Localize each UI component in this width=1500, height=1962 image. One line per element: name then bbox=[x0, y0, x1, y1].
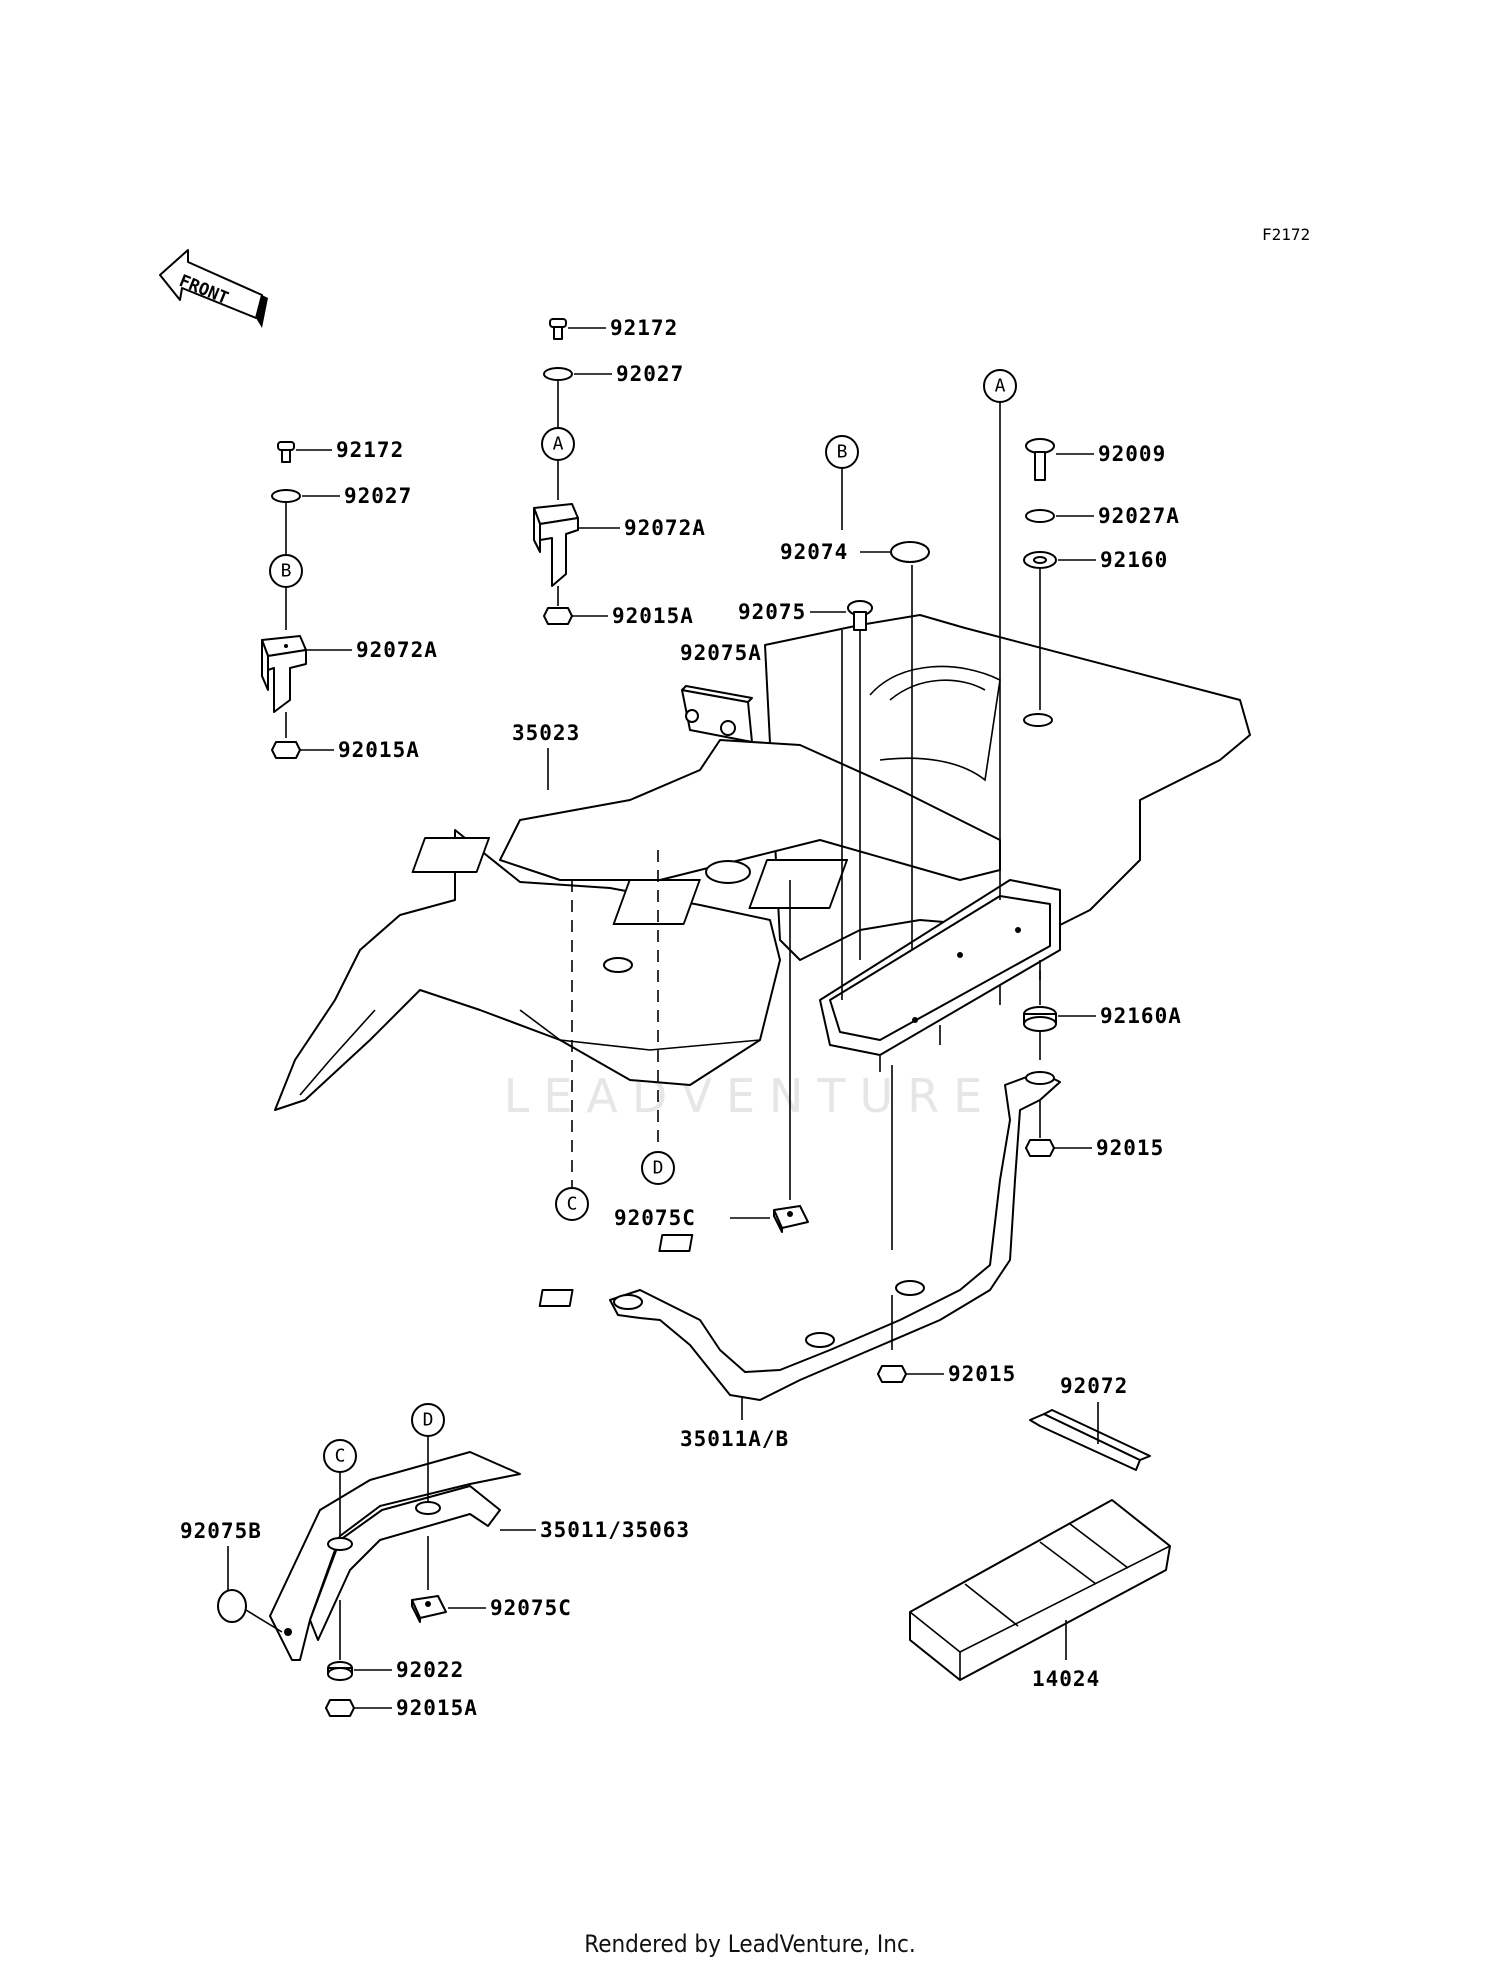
label-92015-right: 92015 bbox=[1096, 1136, 1164, 1160]
figure-code: F2172 bbox=[1262, 225, 1310, 244]
label-92075C-bottom: 92075C bbox=[490, 1596, 572, 1620]
footer-credit: Rendered by LeadVenture, Inc. bbox=[584, 1930, 916, 1958]
label-14024: 14024 bbox=[1032, 1667, 1100, 1691]
cover-14024-icon bbox=[909, 1499, 1171, 1681]
bolt-92172-left-icon bbox=[277, 441, 295, 463]
washer-92027-left-icon bbox=[271, 489, 301, 503]
label-92172-left: 92172 bbox=[336, 438, 404, 462]
label-92075: 92075 bbox=[738, 600, 806, 624]
washer-92160-icon bbox=[1023, 551, 1057, 569]
callout-c-mid bbox=[555, 1187, 589, 1221]
left-bracket-group: 92172 92027 B 92072A 92015A bbox=[261, 438, 438, 762]
label-92022: 92022 bbox=[396, 1658, 464, 1682]
label-35023: 35023 bbox=[512, 721, 580, 745]
callout-a-mid-label: A bbox=[553, 434, 564, 455]
damper-92160A-icon bbox=[1023, 1006, 1057, 1032]
label-92015A-bottom: 92015A bbox=[396, 1696, 478, 1720]
washer-92027-mid-icon bbox=[543, 367, 573, 381]
middle-bracket-group: 92172 92027 A 92072A 92015A bbox=[533, 316, 706, 628]
bolt-92009-icon bbox=[1025, 438, 1055, 481]
cap-92074-icon bbox=[890, 541, 930, 563]
nut-92015-bottom-icon bbox=[877, 1365, 907, 1383]
label-92172-mid: 92172 bbox=[610, 316, 678, 340]
rubber-block-92075A-icon bbox=[681, 685, 753, 743]
bracket-92072A-mid-icon bbox=[533, 503, 579, 587]
rubber-pad-92075C-bottom-icon bbox=[411, 1595, 447, 1623]
nut-92015A-left-icon bbox=[271, 741, 301, 759]
callout-d-mid bbox=[641, 1151, 675, 1185]
rear-frame-35011AB bbox=[538, 1071, 1061, 1401]
callout-c-bottom-label: C bbox=[335, 1446, 346, 1467]
label-92072A-mid: 92072A bbox=[624, 516, 706, 540]
label-92015-bottom: 92015 bbox=[948, 1362, 1016, 1386]
label-92072: 92072 bbox=[1060, 1374, 1128, 1398]
label-92072A-left: 92072A bbox=[356, 638, 438, 662]
callout-c-mid-label: C bbox=[567, 1194, 578, 1215]
callout-d-bottom-label: D bbox=[423, 1410, 434, 1431]
label-92074: 92074 bbox=[780, 540, 848, 564]
label-92075A: 92075A bbox=[680, 641, 762, 665]
label-92015A-left: 92015A bbox=[338, 738, 420, 762]
label-92160A: 92160A bbox=[1100, 1004, 1182, 1028]
rear-fender-35023 bbox=[274, 614, 1251, 1111]
label-92009: 92009 bbox=[1098, 442, 1166, 466]
label-35011-35063: 35011/35063 bbox=[540, 1518, 690, 1542]
nut-92015A-bottom-icon bbox=[325, 1699, 355, 1717]
side-bracket-35011-35063 bbox=[269, 1451, 521, 1661]
callout-a-right-label: A bbox=[995, 376, 1006, 397]
label-92027-left: 92027 bbox=[344, 484, 412, 508]
plug-92075B-icon bbox=[217, 1589, 247, 1623]
nut-92015A-mid-icon bbox=[543, 607, 573, 625]
label-92075B: 92075B bbox=[180, 1519, 262, 1543]
label-92015A-mid: 92015A bbox=[612, 604, 694, 628]
strap-92072-icon bbox=[1029, 1409, 1151, 1471]
nut-92015-right-icon bbox=[1025, 1139, 1055, 1157]
callout-b-left-label: B bbox=[281, 561, 292, 582]
callout-b-right-label: B bbox=[837, 442, 848, 463]
bolt-92172-mid-icon bbox=[549, 318, 567, 340]
watermark: LEADVENTURE bbox=[504, 1069, 997, 1123]
bracket-92072A-left-icon bbox=[261, 635, 307, 713]
label-92027-mid: 92027 bbox=[616, 362, 684, 386]
washer-92027A-icon bbox=[1025, 509, 1055, 523]
label-92027A: 92027A bbox=[1098, 504, 1180, 528]
callout-d-mid-label: D bbox=[653, 1158, 664, 1179]
label-35011AB: 35011A/B bbox=[680, 1427, 789, 1451]
label-92075C-mid: 92075C bbox=[614, 1206, 696, 1230]
washer-92022-icon bbox=[327, 1661, 353, 1681]
front-arrow-icon: FRONT bbox=[159, 249, 268, 328]
label-92160: 92160 bbox=[1100, 548, 1168, 572]
rubber-pad-92075C-mid-icon bbox=[773, 1205, 809, 1233]
